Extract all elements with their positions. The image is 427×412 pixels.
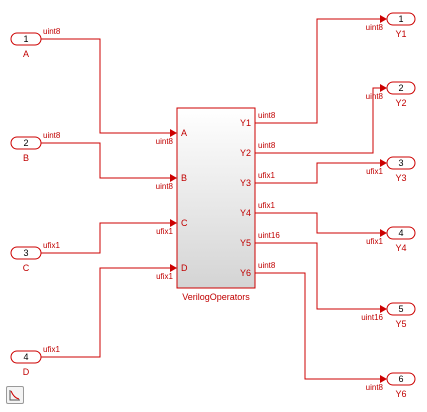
outport-y5[interactable]: 5 Y5	[386, 302, 416, 329]
outport-y2-number: 2	[398, 83, 403, 93]
inport-c[interactable]: 3 C	[10, 246, 42, 273]
block-in-type-d: ufix1	[156, 272, 173, 281]
wire-y1[interactable]	[255, 18, 380, 124]
signal-label-a: uint8	[43, 27, 61, 36]
block-out-type-y2: uint8	[258, 141, 276, 150]
block-port-y2: Y2	[240, 148, 251, 158]
wire-y2[interactable]	[255, 87, 380, 154]
inport-d-number: 4	[23, 352, 28, 362]
wire-y4[interactable]	[255, 212, 380, 234]
outport-y2[interactable]: 2 Y2	[386, 81, 416, 108]
outport-y4-number: 4	[398, 228, 403, 238]
fit-to-view-button[interactable]	[6, 386, 24, 404]
wire-a-arrow	[170, 129, 177, 137]
wire-y1-arrow	[380, 15, 387, 23]
wire-y5[interactable]	[255, 242, 380, 310]
block-port-d: D	[181, 263, 188, 273]
signal-label-d: ufix1	[43, 345, 60, 354]
block-port-y6: Y6	[240, 268, 251, 278]
wire-y3[interactable]	[255, 162, 380, 184]
verilog-operators-block[interactable]: A B C D Y1 Y2 Y3 Y4 Y5 Y6	[176, 107, 256, 289]
wire-c-arrow	[170, 219, 177, 227]
outport-type-y6: uint8	[366, 383, 384, 392]
outport-y3-name: Y3	[395, 173, 406, 183]
block-port-y4: Y4	[240, 208, 251, 218]
inport-b-number: 2	[23, 138, 28, 148]
outport-y5-name: Y5	[395, 319, 406, 329]
outport-type-y4: ufix1	[366, 237, 383, 246]
block-port-c: C	[181, 218, 188, 228]
fit-to-view-icon	[9, 390, 20, 401]
block-port-b: B	[181, 173, 187, 183]
block-in-type-a: uint8	[156, 137, 174, 146]
inport-b-name: B	[23, 153, 29, 163]
outport-y6-name: Y6	[395, 389, 406, 399]
outport-y4-name: Y4	[395, 243, 406, 253]
wire-c[interactable]	[41, 222, 170, 254]
block-out-type-y4: ufix1	[258, 201, 275, 210]
outport-type-y3: ufix1	[366, 167, 383, 176]
block-out-type-y3: ufix1	[258, 171, 275, 180]
outport-y1-name: Y1	[395, 29, 406, 39]
wire-y5-arrow	[380, 305, 387, 313]
block-in-type-c: ufix1	[156, 227, 173, 236]
wire-d[interactable]	[41, 267, 170, 358]
outport-y1-number: 1	[398, 14, 403, 24]
outport-y2-name: Y2	[395, 98, 406, 108]
inport-a-number: 1	[23, 34, 28, 44]
wire-y3-arrow	[380, 159, 387, 167]
inport-c-number: 3	[23, 248, 28, 258]
wire-y4-arrow	[380, 229, 387, 237]
wire-d-arrow	[170, 264, 177, 272]
inport-c-name: C	[23, 263, 30, 273]
wire-a[interactable]	[41, 38, 170, 134]
outport-y3-number: 3	[398, 158, 403, 168]
wire-b-arrow	[170, 174, 177, 182]
outport-type-y2: uint8	[366, 92, 384, 101]
outport-y6[interactable]: 6 Y6	[386, 372, 416, 399]
signal-label-b: uint8	[43, 131, 61, 140]
block-port-y1: Y1	[240, 118, 251, 128]
block-port-y5: Y5	[240, 238, 251, 248]
wire-b[interactable]	[41, 142, 170, 179]
block-port-y3: Y3	[240, 178, 251, 188]
block-out-type-y1: uint8	[258, 111, 276, 120]
inport-d-name: D	[23, 367, 30, 377]
block-port-a: A	[181, 128, 187, 138]
inport-a[interactable]: 1 A	[10, 32, 42, 59]
inport-b[interactable]: 2 B	[10, 136, 42, 163]
block-name: VerilogOperators	[182, 292, 250, 302]
block-out-type-y6: uint8	[258, 261, 276, 270]
wire-y6-arrow	[380, 375, 387, 383]
block-out-type-y5: uint16	[258, 231, 280, 240]
wire-y2-arrow	[380, 84, 387, 92]
outport-y5-number: 5	[398, 304, 403, 314]
signal-label-c: ufix1	[43, 241, 60, 250]
outport-y4[interactable]: 4 Y4	[386, 226, 416, 253]
wire-y6[interactable]	[255, 272, 380, 380]
outport-y3[interactable]: 3 Y3	[386, 156, 416, 183]
outport-type-y5: uint16	[361, 313, 383, 322]
inport-a-name: A	[23, 49, 29, 59]
inport-d[interactable]: 4 D	[10, 350, 42, 377]
outport-type-y1: uint8	[366, 23, 384, 32]
block-in-type-b: uint8	[156, 182, 174, 191]
outport-y6-number: 6	[398, 374, 403, 384]
outport-y1[interactable]: 1 Y1	[386, 12, 416, 39]
